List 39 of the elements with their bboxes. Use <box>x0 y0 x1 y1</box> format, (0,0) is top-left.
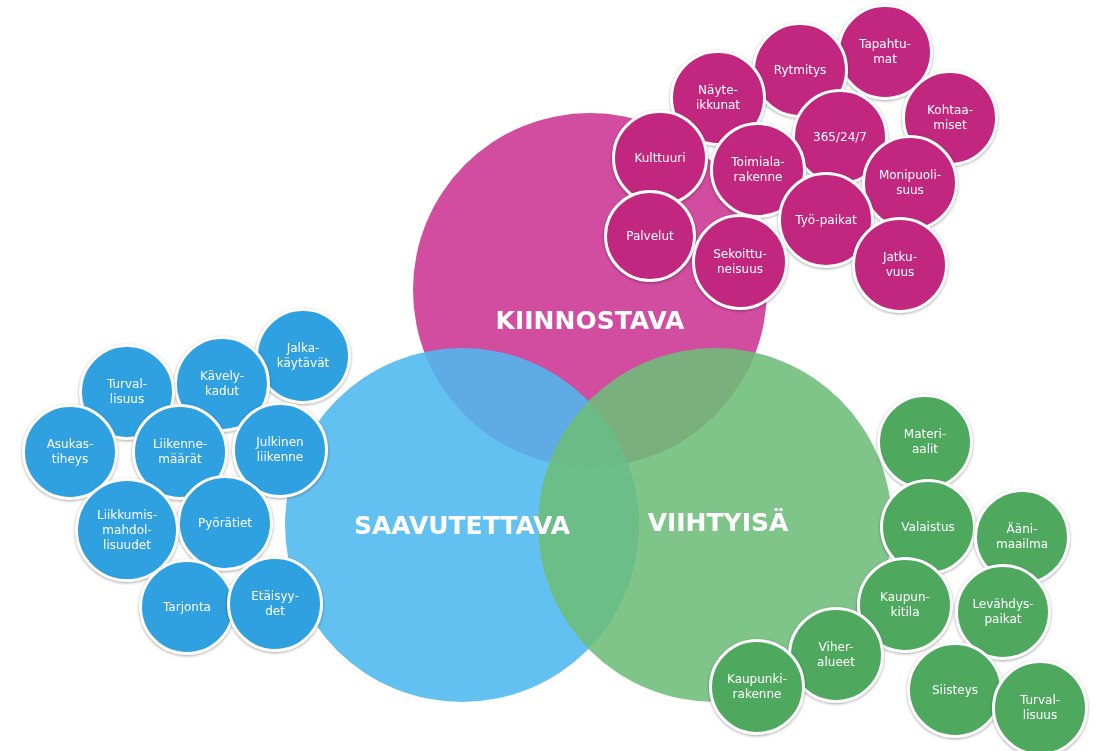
bubble-label: Jalka- käytävät <box>275 341 331 371</box>
bubble-label: Kulttuuri <box>633 150 687 166</box>
bubble-label: Levähdys- paikat <box>971 597 1035 627</box>
bubble-label: Sekoittu- neisuus <box>712 247 768 277</box>
bubble-label: Jatku- vuus <box>881 250 919 280</box>
bubble-label: 365/24/7 <box>812 129 868 145</box>
bubble-label: Liikenne- määrät <box>151 437 209 467</box>
bubble-label: Toimiala- rakenne <box>730 155 786 185</box>
bubble-label: Palvelut <box>625 228 675 244</box>
bubble-label: Julkinen liikenne <box>254 435 305 465</box>
bubble <box>907 642 1003 738</box>
bubble-label: Materi- aalit <box>902 427 948 457</box>
bubble-label: Pyörätiet <box>196 515 254 531</box>
bubble-label: Asukas- tiheys <box>45 437 95 467</box>
bubble-label: Monipuoli- suus <box>877 168 943 198</box>
bubble <box>227 556 323 652</box>
bubble-label: Valaistus <box>900 519 956 535</box>
bubble-label: Turval- lisuus <box>1018 693 1062 723</box>
bubble <box>955 564 1051 660</box>
bubble-label: Kaupun- kitila <box>879 590 931 620</box>
venn-label: KIINNOSTAVA <box>495 305 685 335</box>
bubble <box>992 660 1088 751</box>
bubble-label: Tarjonta <box>162 599 212 615</box>
bubble-label: Viher- alueet <box>816 640 856 670</box>
bubble-label: Kävely- kadut <box>198 369 246 399</box>
bubble-label: Ääni- maailma <box>994 522 1050 552</box>
bubble-label: Rytmitys <box>772 62 828 78</box>
bubble-label: Kaupunki- rakenne <box>725 672 789 702</box>
bubble-label: Näyte- ikkunat <box>694 83 742 113</box>
bubble-label: Siisteys <box>931 682 979 698</box>
bubble <box>22 404 118 500</box>
bubble-label: Kohtaa- miset <box>926 103 974 133</box>
bubble-label: Työ-paikat <box>794 212 858 228</box>
bubble-label: Tapahtu- mat <box>858 37 912 67</box>
bubble-label: Liikkumis- mahdol- lisuudet <box>95 507 159 553</box>
venn-label: VIIHTYISÄ <box>647 507 789 537</box>
bubble-label: Turval- lisuus <box>105 377 149 407</box>
bubble <box>709 639 805 735</box>
bubble-label: Etäisyy- det <box>250 589 300 619</box>
